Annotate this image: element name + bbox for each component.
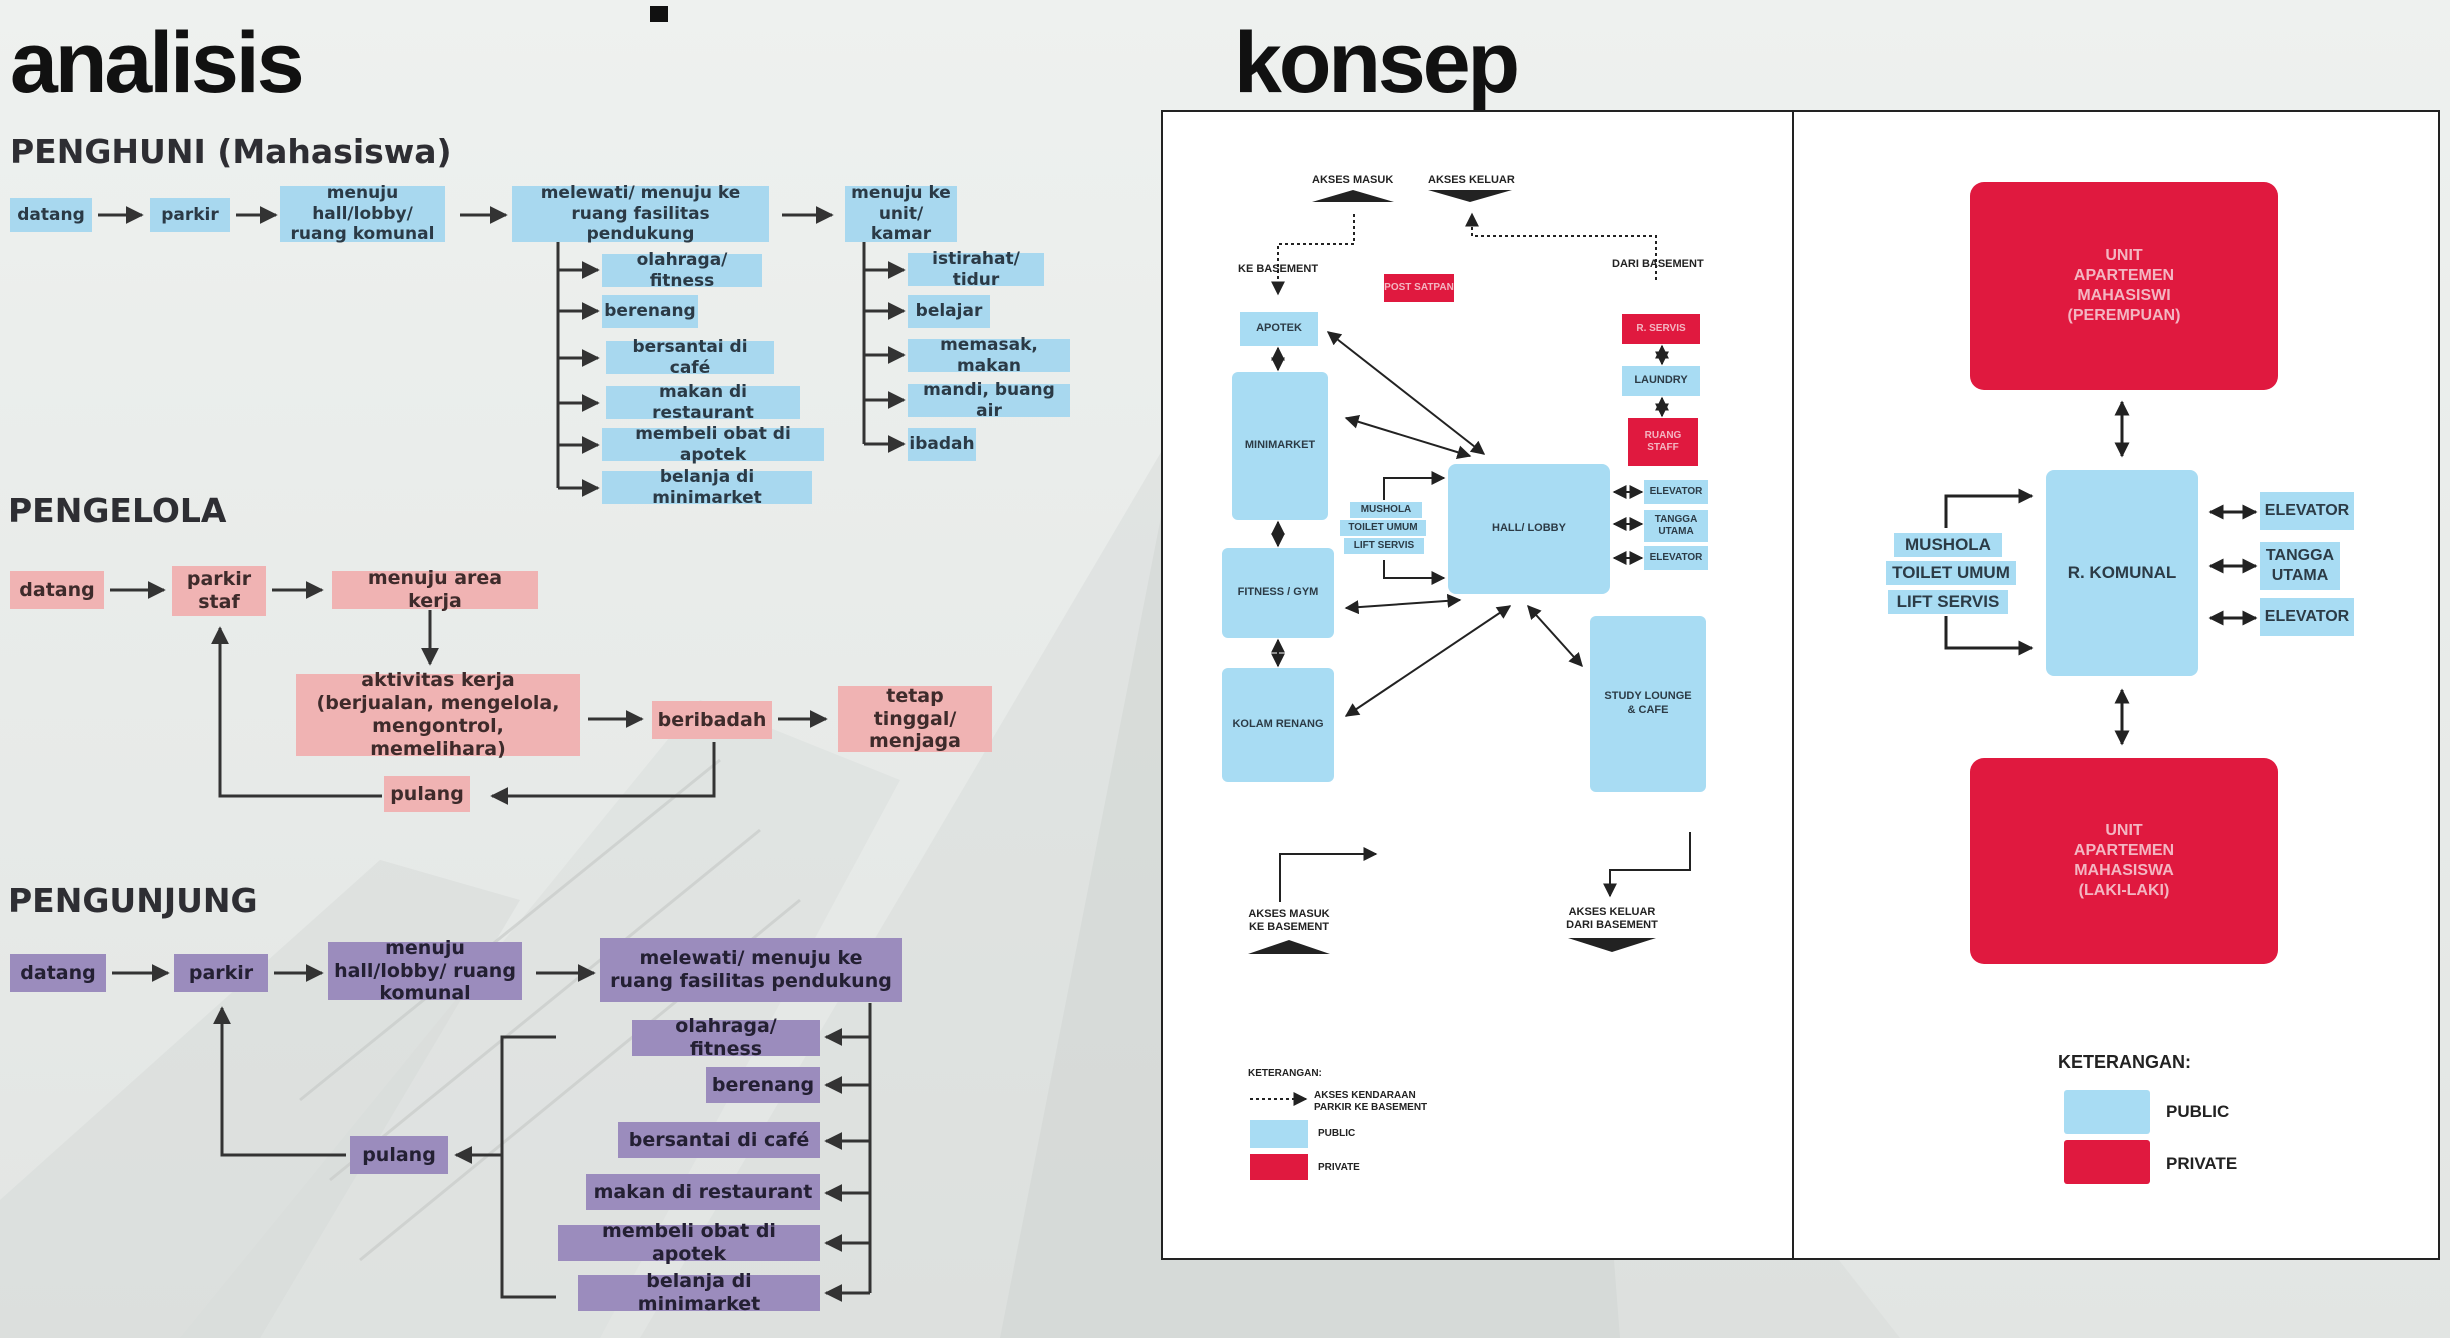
unit-perempuan-node: UNIT APARTEMEN MAHASISWI (PEREMPUAN)	[1970, 182, 2278, 390]
r-servis-node: R. SERVIS	[1622, 314, 1700, 344]
penghuni-unit-activity: istirahat/ tidur	[908, 249, 1044, 290]
penghuni-fasilitas: melewati/ menuju ke ruang fasilitas pend…	[512, 183, 769, 244]
legend-private-swatch	[1250, 1154, 1308, 1180]
toilet-node: TOILET UMUM	[1886, 561, 2016, 585]
penghuni-datang: datang	[10, 198, 92, 232]
tangga-node: TANGGA UTAMA	[2260, 542, 2340, 590]
tangga-node: TANGGA UTAMA	[1644, 510, 1708, 542]
elevator-node: ELEVATOR	[1644, 546, 1708, 570]
legend-private-swatch	[2064, 1140, 2150, 1184]
unit-laki-laki-node: UNIT APARTEMEN MAHASISWA (LAKI-LAKI)	[1970, 758, 2278, 964]
access-in-label: AKSES MASUK	[1312, 174, 1394, 186]
minimarket-node: MINIMARKET	[1232, 372, 1328, 520]
analysis-title: analisis	[10, 15, 305, 111]
laundry-node: LAUNDRY	[1622, 366, 1700, 396]
penghuni-parkir: parkir	[150, 198, 230, 232]
toilet-node: TOILET UMUM	[1340, 520, 1426, 536]
post-satpam-node: POST SATPAN	[1384, 274, 1454, 302]
legend-public-swatch	[1250, 1120, 1308, 1148]
penghuni-facility-item: berenang	[602, 295, 698, 328]
legend-public-label: PUBLIC	[1318, 1128, 1356, 1139]
pengelola-datang: datang	[10, 571, 104, 609]
pengelola-heading: PENGELOLA	[8, 491, 227, 530]
lift-servis-node: LIFT SERVIS	[1344, 538, 1424, 554]
apotek-node: APOTEK	[1240, 312, 1318, 346]
penghuni-hall: menuju hall/lobby/ ruang komunal	[280, 183, 445, 244]
hall-lobby-node: HALL/ LOBBY	[1448, 464, 1610, 594]
legend-public-swatch	[2064, 1090, 2150, 1134]
penghuni-unit: menuju ke unit/ kamar	[845, 183, 957, 244]
legend-private-label: PRIVATE	[2166, 1154, 2238, 1173]
penghuni-facility-item: makan di restaurant	[606, 382, 800, 423]
study-lounge-node: STUDY LOUNGE & CAFE	[1590, 616, 1706, 792]
penghuni-heading: PENGHUNI (Mahasiswa)	[10, 132, 452, 171]
ruang-staff-node: RUANG STAFF	[1628, 418, 1698, 466]
pengelola-area-kerja: menuju area kerja	[332, 567, 538, 612]
legend-title: KETERANGAN:	[2058, 1052, 2191, 1072]
concept-title: konsep	[1234, 15, 1520, 111]
elevator-node: ELEVATOR	[2260, 492, 2354, 530]
elevator-node: ELEVATOR	[1644, 480, 1708, 504]
mushola-node: MUSHOLA	[1894, 533, 2002, 557]
access-in-basement-label: AKSES MASUK KE BASEMENT	[1248, 908, 1330, 933]
legend-title: KETERANGAN:	[1248, 1068, 1322, 1079]
penghuni-unit-activity: belajar	[908, 295, 990, 328]
from-basement-label: DARI BASEMENT	[1612, 258, 1704, 270]
pengelola-parkir-staf: parkir staf	[172, 566, 266, 616]
legend-public-label: PUBLIC	[2166, 1102, 2230, 1121]
mushola-node: MUSHOLA	[1350, 502, 1422, 518]
penghuni-facility-item: olahraga/ fitness	[602, 250, 762, 291]
penghuni-unit-activity: mandi, buang air	[908, 380, 1070, 421]
lift-servis-node: LIFT SERVIS	[1888, 590, 2008, 614]
kolam-renang-node: KOLAM RENANG	[1222, 668, 1334, 782]
r-komunal-node: R. KOMUNAL	[2046, 470, 2198, 676]
to-basement-label: KE BASEMENT	[1238, 263, 1319, 275]
legend-access-label: AKSES KENDARAAN PARKIR KE BASEMENT	[1314, 1090, 1428, 1113]
access-out-basement-label: AKSES KELUAR DARI BASEMENT	[1566, 906, 1658, 931]
penghuni-facility-item: bersantai di café	[606, 337, 774, 378]
access-out-label: AKSES KELUAR	[1428, 174, 1515, 186]
legend-private-label: PRIVATE	[1318, 1162, 1360, 1173]
fitness-node: FITNESS / GYM	[1222, 548, 1334, 638]
elevator-node: ELEVATOR	[2260, 598, 2354, 636]
penghuni-unit-activity: memasak, makan	[908, 335, 1070, 376]
top-cut-title-fragment	[640, 0, 700, 22]
